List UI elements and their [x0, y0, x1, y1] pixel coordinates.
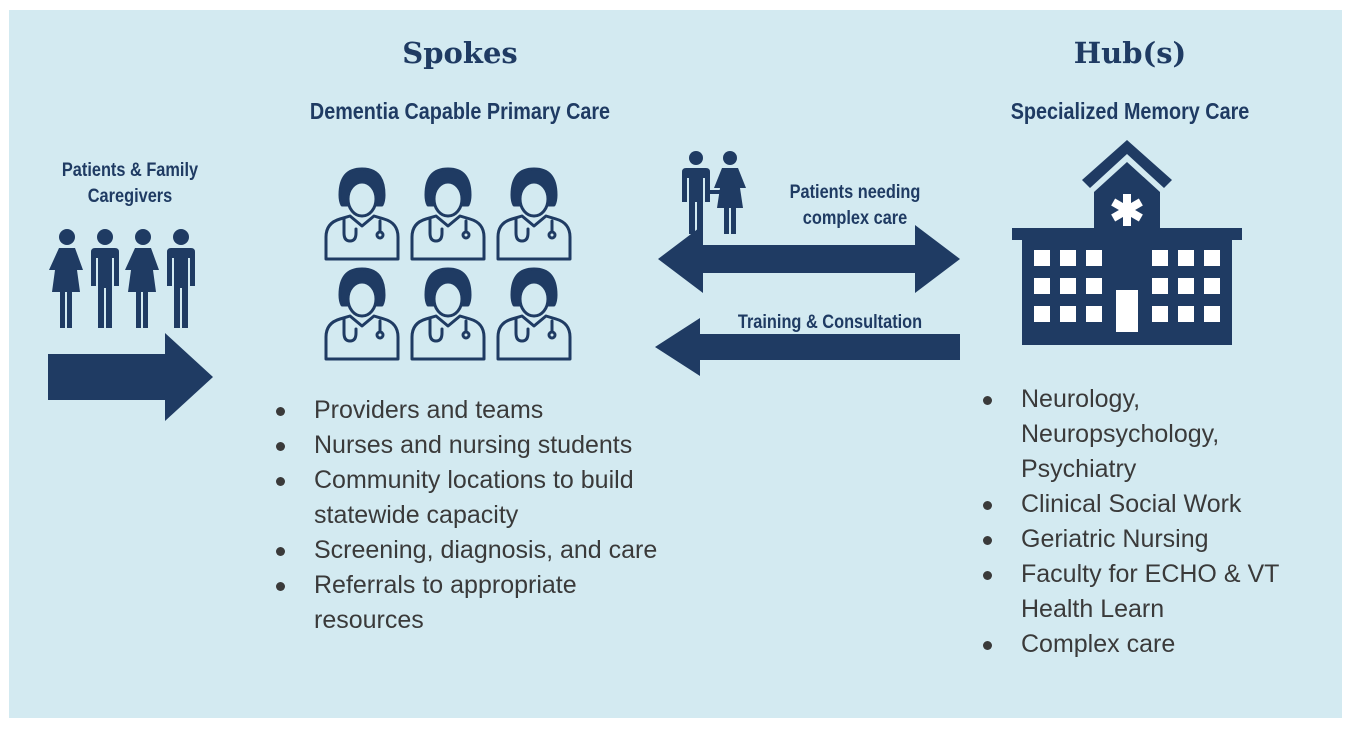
hub-bullet-list: Neurology, Neuropsychology, Psychiatry C… — [975, 382, 1325, 662]
hub-subtitle: Specialized Memory Care — [1010, 98, 1250, 124]
patients-label: Patients & Family Caregivers — [35, 158, 224, 210]
list-item: Community locations to build statewide c… — [268, 463, 714, 533]
complex-care-line1: Patients needing — [789, 182, 921, 203]
list-item: Geriatric Nursing — [975, 522, 1325, 557]
left-arrow-icon — [655, 318, 960, 376]
list-item: Neurology, Neuropsychology, Psychiatry — [975, 382, 1261, 487]
spokes-bullet-list: Providers and teams Nurses and nursing s… — [268, 393, 728, 638]
right-arrow-icon — [48, 333, 213, 421]
double-arrow-icon — [658, 225, 960, 293]
list-item: Clinical Social Work — [975, 487, 1325, 522]
list-item: Nurses and nursing students — [268, 428, 728, 463]
patients-label-line2: Caregivers — [87, 186, 173, 207]
training-label: Training & Consultation — [737, 312, 923, 333]
complex-care-line2: complex care — [802, 208, 908, 229]
patients-label-line1: Patients & Family — [61, 160, 199, 181]
doctor-icon — [324, 167, 572, 361]
list-item: Screening, diagnosis, and care — [268, 533, 674, 568]
hospital-icon — [1012, 140, 1242, 345]
list-item: Faculty for ECHO & VT Health Learn — [975, 557, 1321, 627]
list-item: Referrals to appropriate resources — [268, 568, 674, 638]
complex-care-label: Patients needing complex care — [756, 180, 954, 232]
list-item: Complex care — [975, 627, 1325, 662]
hub-title: Hub(s) — [1073, 36, 1187, 70]
couple-icon — [682, 151, 746, 234]
diagram-panel — [9, 10, 1342, 718]
family-icon — [49, 229, 195, 328]
spokes-subtitle: Dementia Capable Primary Care — [309, 98, 611, 124]
spokes-title: Spokes — [402, 36, 518, 70]
list-item: Providers and teams — [268, 393, 728, 428]
